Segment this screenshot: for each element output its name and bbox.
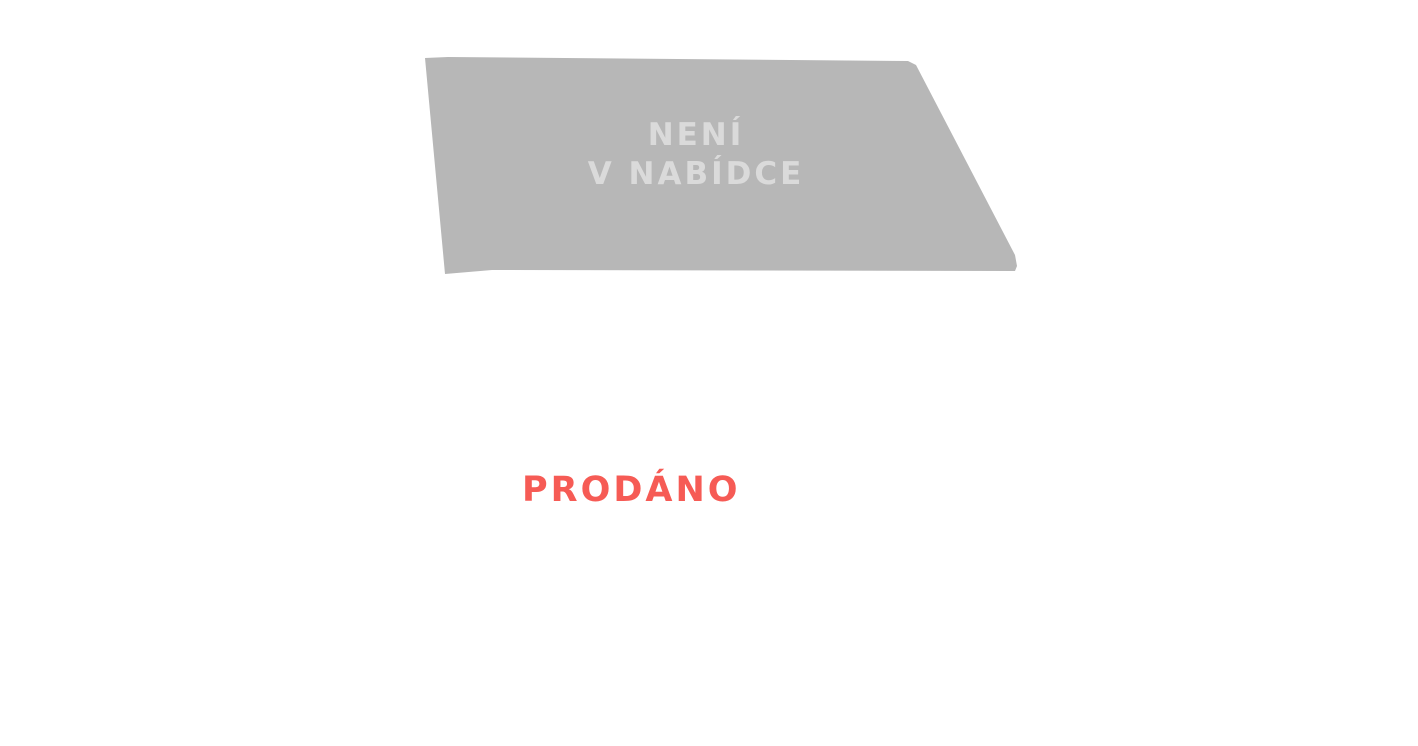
- badge-line-2: V NABÍDCE: [587, 156, 805, 192]
- badge-text: NENÍ V NABÍDCE: [420, 116, 972, 194]
- badge-line-1: NENÍ: [647, 117, 745, 153]
- sold-status-label: PRODÁNO: [522, 470, 741, 510]
- badge-shape: [425, 57, 1017, 274]
- not-available-badge: NENÍ V NABÍDCE: [420, 52, 1022, 278]
